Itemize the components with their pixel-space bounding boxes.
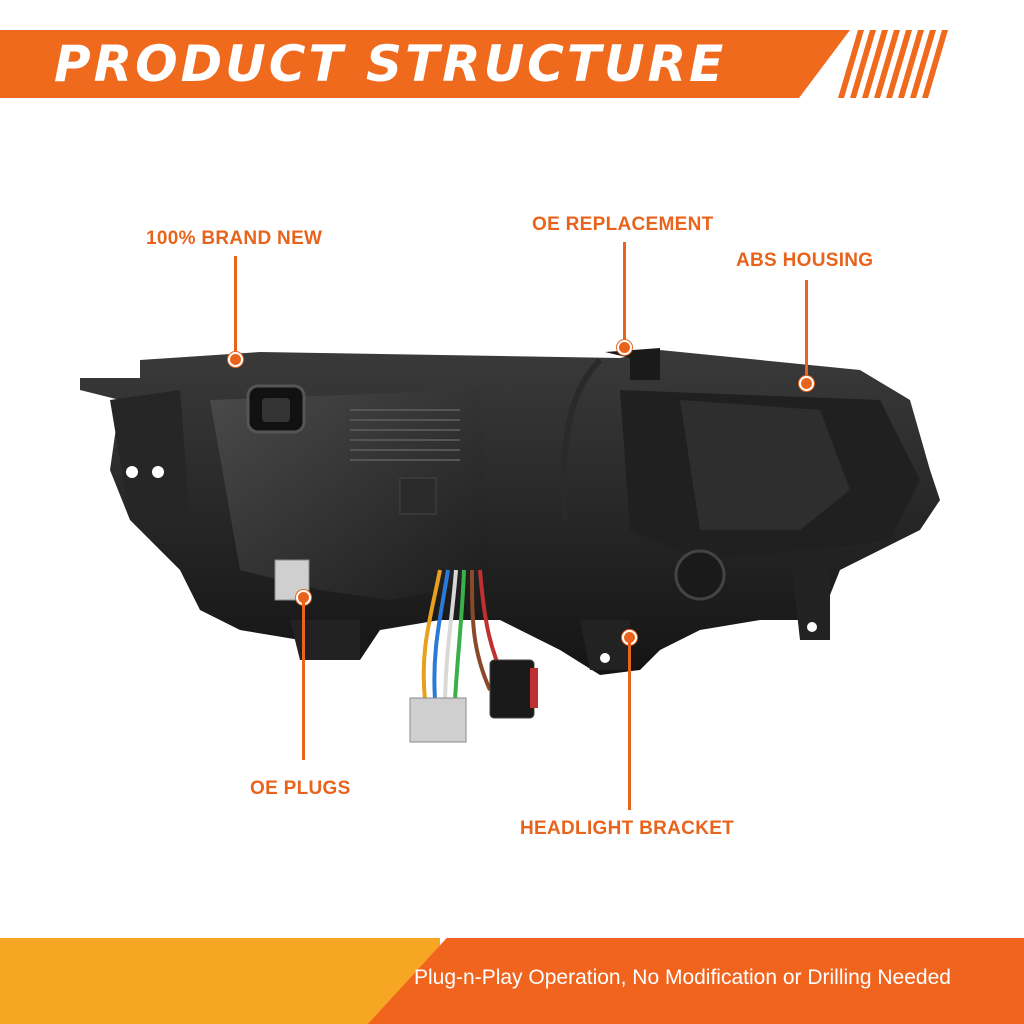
callout-oe-replacement-line: [623, 242, 626, 342]
callout-abs-housing-label: ABS HOUSING: [736, 250, 874, 271]
callout-brand-new-label: 100% BRAND NEW: [146, 228, 323, 249]
callout-oe-plugs-line: [302, 600, 305, 760]
headlight-housing-image: [80, 348, 940, 743]
callout-abs-housing-dot: [799, 376, 814, 391]
callout-oe-replacement-label: OE REPLACEMENT: [532, 214, 714, 235]
callout-oe-plugs-label: OE PLUGS: [250, 778, 351, 799]
callout-oe-replacement-dot: [617, 340, 632, 355]
callout-headlight-bracket-line: [628, 640, 631, 810]
callout-brand-new-line: [234, 256, 237, 356]
callout-headlight-bracket-label: HEADLIGHT BRACKET: [520, 818, 735, 839]
footer-orange-band: [368, 938, 1024, 1024]
footer-yellow-band: [0, 938, 440, 1024]
page-title: PRODUCT STRUCTURE: [54, 35, 727, 93]
footer-caption: Plug-n-Play Operation, No Modification o…: [414, 966, 951, 989]
callout-brand-new-dot: [228, 352, 243, 367]
banner-stripes-decoration: [838, 30, 948, 98]
callout-abs-housing-line: [805, 280, 808, 380]
header-banner: [0, 30, 850, 98]
